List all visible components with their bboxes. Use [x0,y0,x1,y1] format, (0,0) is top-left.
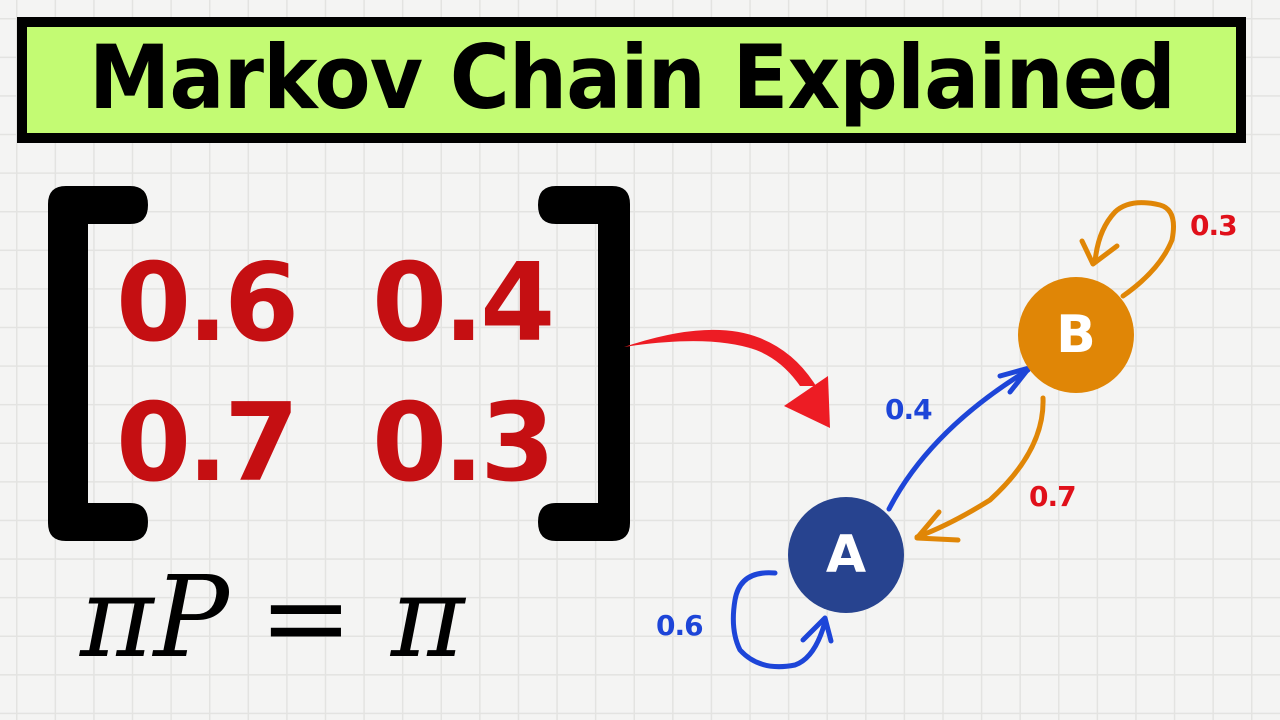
equation-left: πP [80,553,229,683]
matrix-cell-r1c2: 0.4 [372,241,555,366]
edge-label-b-to-a: 0.7 [1029,480,1077,513]
equation-right: π [390,553,465,683]
title-banner: Markov Chain Explained [17,17,1246,143]
state-node-a: A [788,497,904,613]
right-bracket-icon [538,186,630,541]
stationary-equation: πP=π [80,562,464,674]
edge-label-b-to-b: 0.3 [1190,209,1238,242]
edge-b-to-a-arrow-icon [914,395,1046,543]
state-node-b-label: B [1056,305,1096,365]
state-node-b: B [1018,277,1134,393]
matrix-cell-r2c2: 0.3 [372,381,555,506]
edge-label-a-to-a: 0.6 [656,609,704,642]
pointer-arrow-icon [624,329,830,428]
state-node-a-label: A [825,525,867,585]
self-loop-a-arrow-icon [730,570,834,670]
self-loop-b-arrow-icon [1079,200,1176,299]
edge-a-to-b-arrow-icon [886,365,1032,512]
title-text: Markov Chain Explained [88,26,1175,129]
left-bracket-icon [48,186,148,541]
matrix-cell-r1c1: 0.6 [116,241,299,366]
equation-equals: = [258,553,353,683]
matrix-cell-r2c1: 0.7 [116,381,299,506]
edge-label-a-to-b: 0.4 [885,393,933,426]
